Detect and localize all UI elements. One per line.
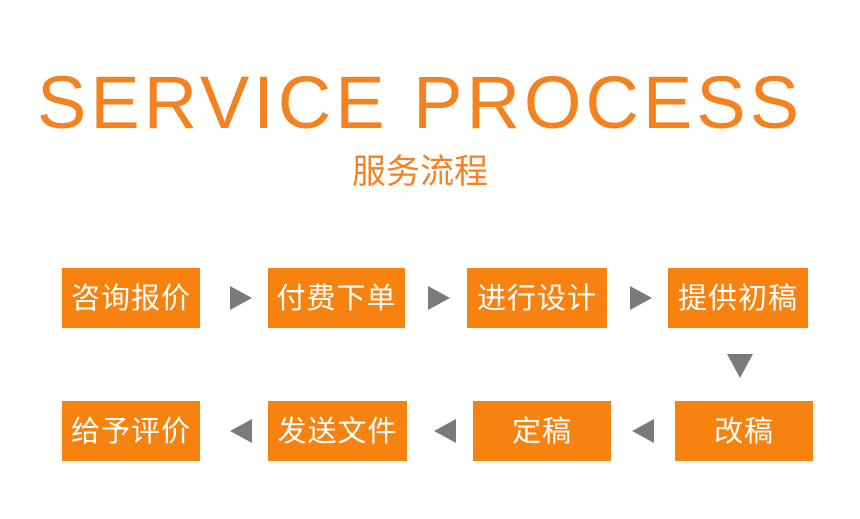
title-english: SERVICE PROCESS: [37, 61, 803, 144]
arrow-right-icon: [630, 286, 652, 310]
step-send-files: 发送文件: [268, 401, 407, 461]
arrow-down-icon: [727, 354, 753, 378]
arrow-left-icon: [632, 419, 654, 443]
step-finalize: 定稿: [473, 401, 611, 461]
arrow-left-icon: [434, 419, 456, 443]
arrow-right-icon: [428, 286, 450, 310]
title-chinese: 服务流程: [352, 152, 488, 192]
step-first-draft: 提供初稿: [668, 268, 808, 328]
step-pay-order: 付费下单: [268, 268, 405, 328]
arrow-right-icon: [230, 286, 252, 310]
step-consult-quote: 咨询报价: [62, 268, 200, 328]
step-revise: 改稿: [675, 401, 813, 461]
step-design: 进行设计: [467, 268, 607, 328]
step-give-review: 给予评价: [62, 401, 200, 461]
arrow-left-icon: [230, 419, 252, 443]
